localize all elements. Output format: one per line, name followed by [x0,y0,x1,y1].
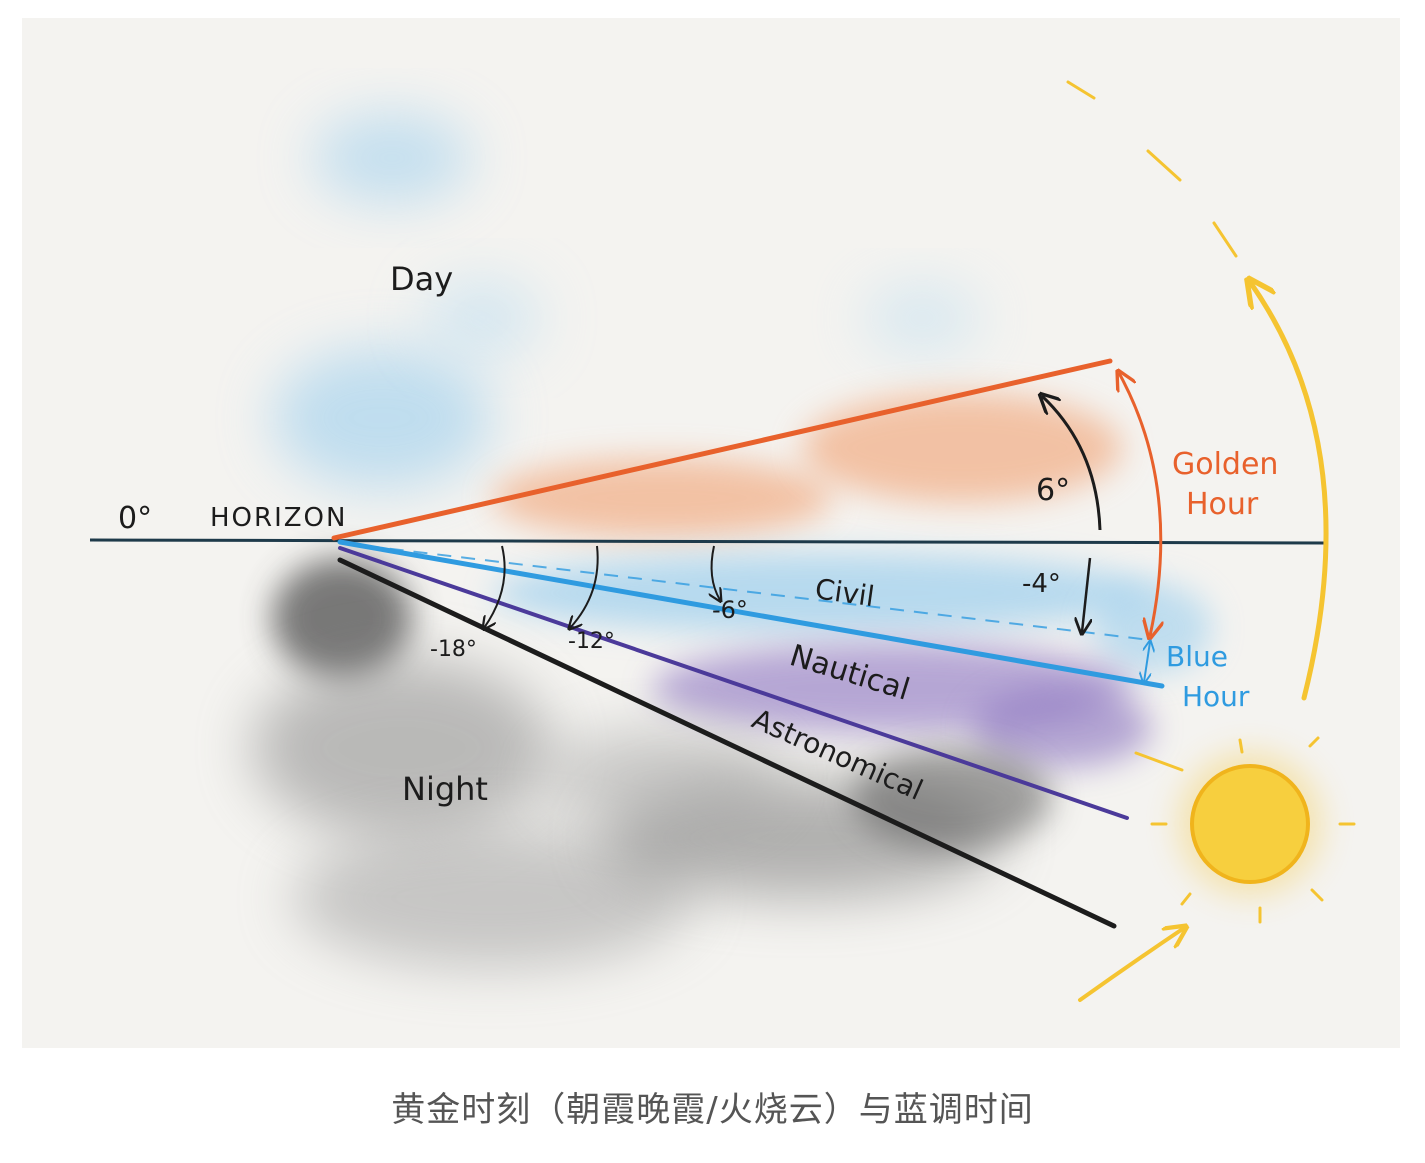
golden-wash [492,393,1122,538]
sky-wash [272,113,982,488]
civil-line [337,539,1165,689]
minus18-arrow [484,545,506,628]
minus6-label: -6° [712,596,748,624]
blue-hour-label-line2: Hour [1182,680,1250,713]
golden-hour-bracket [1119,373,1161,636]
zero-degree-label: 0° [118,501,152,536]
blue-hour-label-line1: Blue [1166,640,1228,673]
golden-hour-line [331,358,1113,541]
night-label: Night [402,770,488,808]
night-wash [252,558,1052,968]
minus4-arrow [1082,557,1090,632]
civil-label: Civil [813,572,876,613]
minus12-label: -12° [568,629,615,654]
minus6-arrow [712,545,720,600]
astronomical-line [337,557,1117,929]
figure-caption: 黄金时刻（朝霞晚霞/火烧云）与蓝调时间 [391,1090,1034,1130]
minus18-label: -18° [430,637,477,662]
plus6-label: 6° [1036,473,1070,508]
horizon-label: HORIZON [210,503,347,533]
golden-blue-hour-diagram: Day Night 0° HORIZON Golden Hour Blue Ho… [89,80,1356,1002]
nautical-line [338,546,1129,820]
diagram-canvas: Day Night 0° HORIZON Golden Hour Blue Ho… [22,18,1400,1048]
minus4-dashed-line [341,542,1151,641]
minus12-arrow [570,545,599,628]
nautical-wash [652,643,1152,768]
sun-path [1066,80,1329,1002]
blue-hour-bracket [1144,642,1150,682]
minus4-label: -4° [1022,569,1061,599]
day-label: Day [390,260,453,298]
horizon-line [89,538,1328,545]
sun-icon [1134,736,1356,924]
golden-hour-label-line2: Hour [1186,487,1259,522]
plus6-arrow [1042,396,1102,531]
golden-hour-label-line1: Golden [1172,447,1278,482]
